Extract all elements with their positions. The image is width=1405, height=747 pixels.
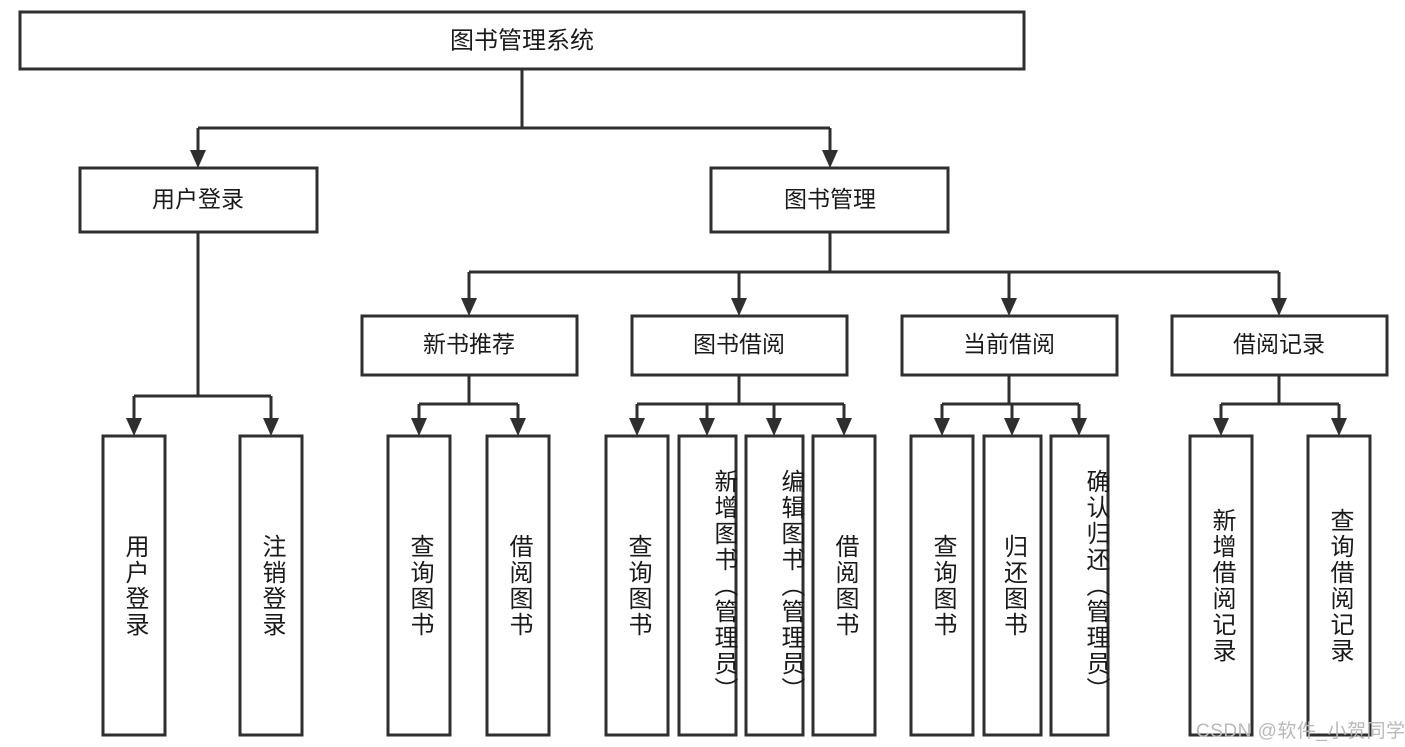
- node-borrow-record[interactable]: 借阅记录: [1170, 314, 1389, 377]
- node-user-login[interactable]: 用户登录: [78, 166, 319, 234]
- node-leaf-logout[interactable]: [238, 434, 304, 737]
- node-leaf-add-record[interactable]: [1188, 434, 1254, 737]
- node-root-label: 图书管理系统: [450, 27, 594, 54]
- node-leaf-user-login[interactable]: [101, 434, 167, 737]
- node-leaf-borrow-book-1[interactable]: [485, 434, 551, 737]
- node-book-borrow[interactable]: 图书借阅: [630, 314, 849, 377]
- node-leaf-edit-book[interactable]: [744, 434, 805, 737]
- node-leaf-query-book-2[interactable]: [604, 434, 670, 737]
- node-current-borrow[interactable]: 当前借阅: [900, 314, 1119, 377]
- node-leaf-add-book[interactable]: [677, 434, 738, 737]
- node-leaf-borrow-book-2[interactable]: [811, 434, 877, 737]
- node-current-borrow-label: 当前借阅: [963, 331, 1055, 357]
- connector-group-root: [190, 69, 838, 168]
- connector-group-book-borrow: [629, 375, 852, 436]
- node-user-login-label: 用户登录: [152, 186, 244, 212]
- csdn-watermark: CSDN @软件_小贺同学: [1196, 721, 1405, 742]
- node-new-book-rec[interactable]: 新书推荐: [360, 314, 579, 377]
- node-new-book-rec-label: 新书推荐: [423, 331, 515, 357]
- node-book-manage[interactable]: 图书管理: [709, 166, 950, 234]
- connector-group-current-borrow: [934, 375, 1087, 436]
- connector-group-book-manage: [461, 232, 1287, 316]
- node-leaf-query-record[interactable]: [1306, 434, 1372, 737]
- node-leaf-query-book-1[interactable]: [386, 434, 452, 737]
- node-book-borrow-label: 图书借阅: [693, 331, 785, 357]
- node-borrow-record-label: 借阅记录: [1233, 331, 1325, 357]
- node-book-manage-label: 图书管理: [784, 186, 876, 212]
- node-root[interactable]: 图书管理系统: [18, 10, 1026, 71]
- connector-group-user-login: [126, 232, 279, 436]
- connector-group-borrow-record: [1213, 375, 1347, 436]
- node-leaf-return-book[interactable]: [982, 434, 1043, 737]
- node-leaf-query-book-3[interactable]: [909, 434, 975, 737]
- connector-group-new-book-rec: [411, 375, 526, 436]
- leaf-boxes: [101, 434, 1372, 737]
- node-leaf-confirm-return[interactable]: [1049, 434, 1110, 737]
